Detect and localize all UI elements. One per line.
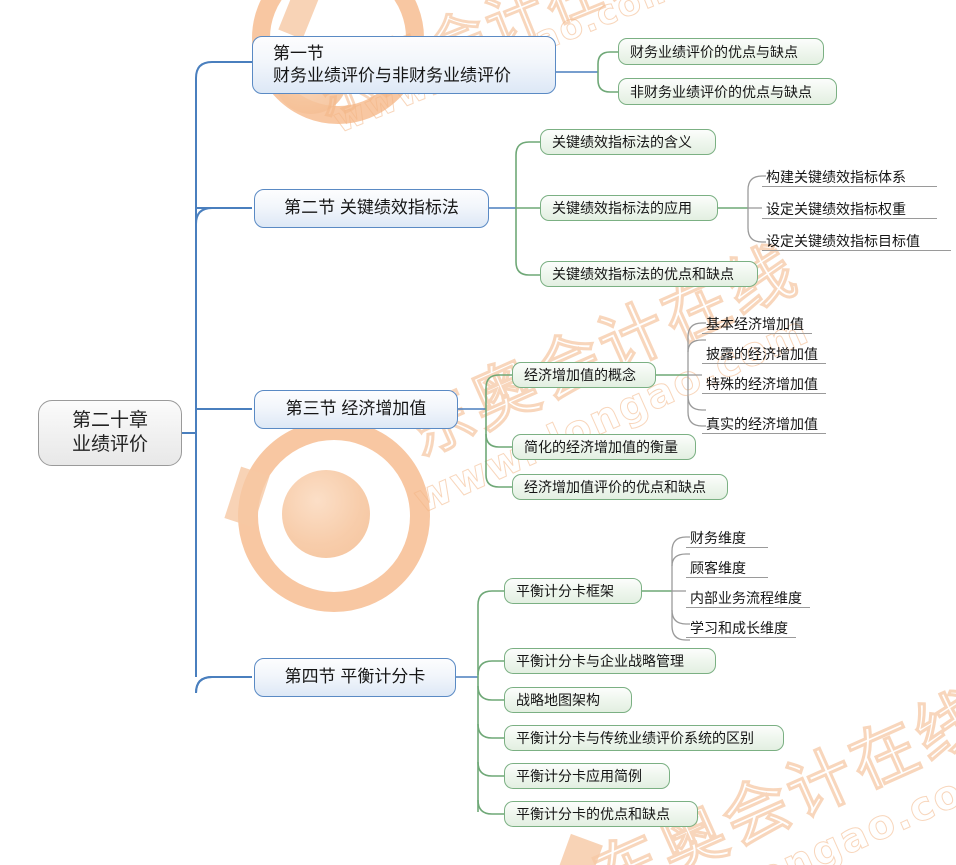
section-node-3[interactable]: 第三节 经济增加值 — [254, 390, 458, 429]
topic-node-4-3[interactable]: 战略地图架构 — [504, 687, 632, 713]
detail-label: 披露的经济增加值 — [706, 345, 818, 362]
topic-label: 平衡计分卡框架 — [516, 583, 614, 599]
detail-node-3-1-3[interactable]: 特殊的经济增加值 — [702, 371, 826, 394]
topic-label: 财务业绩评价的优点与缺点 — [630, 43, 798, 60]
section-node-1[interactable]: 第一节 财务业绩评价与非财务业绩评价 — [252, 36, 556, 94]
topic-label: 关键绩效指标法的优点和缺点 — [552, 266, 734, 282]
section-node-4[interactable]: 第四节 平衡计分卡 — [254, 658, 456, 697]
topic-label: 平衡计分卡应用简例 — [516, 768, 642, 784]
detail-node-4-1-3[interactable]: 内部业务流程维度 — [686, 585, 810, 608]
topic-label: 关键绩效指标法的应用 — [552, 200, 692, 216]
section-1-line-2: 财务业绩评价与非财务业绩评价 — [273, 66, 511, 85]
detail-node-4-1-1[interactable]: 财务维度 — [686, 525, 768, 548]
detail-label: 基本经济增加值 — [706, 315, 804, 332]
detail-label: 特殊的经济增加值 — [706, 375, 818, 392]
topic-node-1-2[interactable]: 非财务业绩评价的优点与缺点 — [618, 78, 837, 105]
detail-node-2-2-3[interactable]: 设定关键绩效指标目标值 — [762, 228, 951, 251]
detail-label: 真实的经济增加值 — [706, 415, 818, 432]
topic-node-4-5[interactable]: 平衡计分卡应用简例 — [504, 763, 670, 789]
topic-label: 平衡计分卡与传统业绩评价系统的区别 — [516, 730, 754, 746]
root-line-2: 业绩评价 — [71, 434, 148, 455]
section-2-label: 第二节 关键绩效指标法 — [284, 198, 459, 218]
topic-node-3-1[interactable]: 经济增加值的概念 — [512, 362, 656, 388]
topic-label: 战略地图架构 — [516, 692, 600, 708]
detail-node-2-2-2[interactable]: 设定关键绩效指标权重 — [762, 196, 937, 219]
section-node-2[interactable]: 第二节 关键绩效指标法 — [254, 189, 489, 228]
detail-label: 学习和成长维度 — [690, 619, 788, 636]
topic-node-2-2[interactable]: 关键绩效指标法的应用 — [540, 195, 718, 221]
topic-label: 非财务业绩评价的优点与缺点 — [630, 83, 812, 100]
section-1-line-1: 第一节 — [273, 43, 324, 63]
detail-label: 设定关键绩效指标目标值 — [766, 232, 920, 249]
topic-node-3-3[interactable]: 经济增加值评价的优点和缺点 — [512, 474, 728, 500]
topic-label: 经济增加值评价的优点和缺点 — [524, 479, 706, 495]
topic-node-2-1[interactable]: 关键绩效指标法的含义 — [540, 129, 716, 155]
detail-label: 构建关键绩效指标体系 — [766, 168, 906, 185]
detail-node-3-1-4[interactable]: 真实的经济增加值 — [702, 411, 826, 434]
topic-node-4-1[interactable]: 平衡计分卡框架 — [504, 578, 642, 604]
topic-node-4-2[interactable]: 平衡计分卡与企业战略管理 — [504, 648, 716, 674]
topic-node-3-2[interactable]: 简化的经济增加值的衡量 — [512, 434, 696, 460]
topic-label: 关键绩效指标法的含义 — [552, 134, 692, 150]
topic-label: 平衡计分卡的优点和缺点 — [516, 806, 670, 822]
detail-node-3-1-2[interactable]: 披露的经济增加值 — [702, 341, 826, 364]
topic-node-4-6[interactable]: 平衡计分卡的优点和缺点 — [504, 801, 698, 827]
section-3-label: 第三节 经济增加值 — [285, 399, 427, 419]
root-line-1: 第二十章 — [71, 410, 148, 432]
detail-node-4-1-4[interactable]: 学习和成长维度 — [686, 615, 796, 638]
detail-label: 财务维度 — [690, 529, 746, 546]
detail-label: 顾客维度 — [690, 559, 746, 576]
topic-label: 平衡计分卡与企业战略管理 — [516, 653, 684, 669]
detail-node-3-1-1[interactable]: 基本经济增加值 — [702, 311, 812, 334]
detail-node-2-2-1[interactable]: 构建关键绩效指标体系 — [762, 164, 937, 187]
topic-node-4-4[interactable]: 平衡计分卡与传统业绩评价系统的区别 — [504, 725, 784, 751]
section-4-label: 第四节 平衡计分卡 — [284, 667, 426, 687]
detail-label: 内部业务流程维度 — [690, 589, 802, 606]
topic-label: 简化的经济增加值的衡量 — [524, 439, 678, 455]
detail-label: 设定关键绩效指标权重 — [766, 200, 906, 217]
topic-node-1-1[interactable]: 财务业绩评价的优点与缺点 — [618, 38, 824, 65]
detail-node-4-1-2[interactable]: 顾客维度 — [686, 555, 768, 578]
topic-node-2-3[interactable]: 关键绩效指标法的优点和缺点 — [540, 261, 758, 287]
topic-label: 经济增加值的概念 — [524, 367, 636, 383]
root-node[interactable]: 第二十章 业绩评价 — [38, 400, 182, 466]
